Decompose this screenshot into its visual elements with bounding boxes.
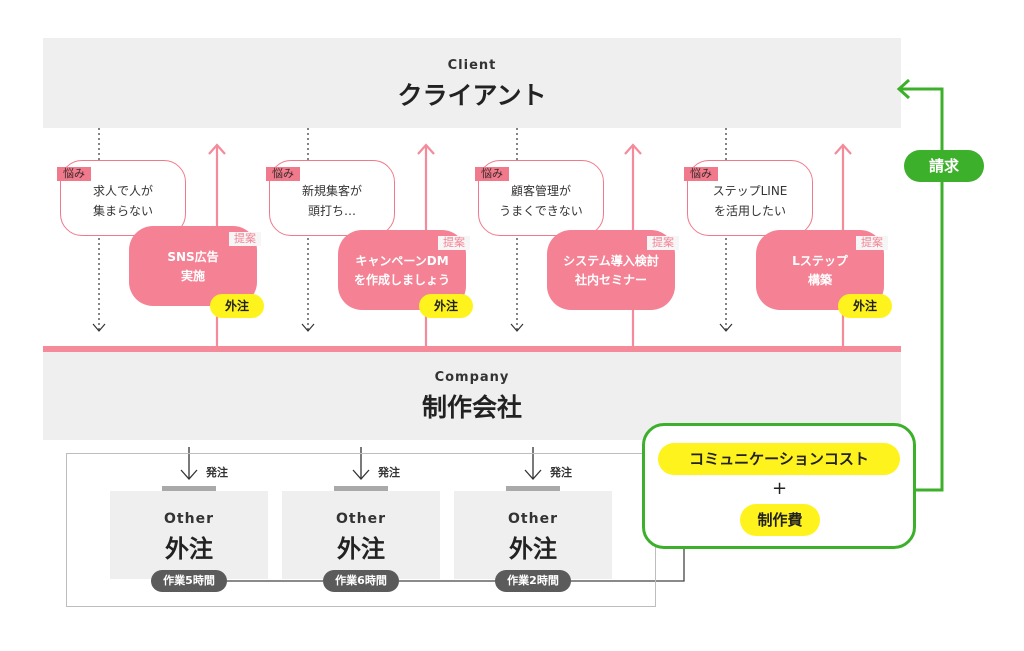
work-hours-badge: 作業2時間 [495,570,571,592]
vendor-label-en: Other [336,511,386,527]
company-label-en: Company [434,370,510,385]
vendor-tab [506,486,560,493]
worry-arrow-head [510,323,524,332]
work-hours-badge: 作業5時間 [151,570,227,592]
order-arrow-head [180,469,198,480]
order-arrow-head [352,469,370,480]
proposal-card: 提案 システム導入検討社内セミナー [547,230,679,310]
cost-box: コミュニケーションコスト + 制作費 [642,423,916,549]
vendor-label-en: Other [508,511,558,527]
vendor-card: Other 外注 [282,491,440,579]
order-label: 発注 [206,466,228,479]
worry-tag: 悩み [266,167,300,181]
outsource-badge: 外注 [838,294,892,318]
vendor-card: Other 外注 [110,491,268,579]
worry-bubble: 悩み 顧客管理がうまくできない [475,160,604,236]
billing-pill: 請求 [904,150,984,182]
proposal-arrow-head [417,143,435,155]
billing-line [900,87,944,492]
proposal-card: 提案 SNS広告実施 [129,226,261,306]
worry-tag: 悩み [684,167,718,181]
proposal-tag: 提案 [647,236,679,250]
work-hours-badge: 作業6時間 [323,570,399,592]
proposal-tag: 提案 [856,236,888,250]
worry-text: 顧客管理がうまくできない [499,184,583,218]
worry-bubble: 悩み 新規集客が頭打ち… [266,160,395,236]
vendor-label-en: Other [164,511,214,527]
worry-text: 求人で人が集まらない [92,184,153,218]
worry-arrow-head [719,323,733,332]
worry-bubble: 悩み 求人で人が集まらない [57,160,186,236]
worry-tag: 悩み [475,167,509,181]
proposal-tag: 提案 [229,232,261,246]
worry-tag: 悩み [57,167,91,181]
worry-text: 新規集客が頭打ち… [301,184,362,218]
order-arrow-head [524,469,542,480]
outsource-badge: 外注 [210,294,264,318]
billing-arrow-head [896,78,911,100]
proposal-text: SNS広告実施 [167,250,219,283]
proposal-arrow-head [834,143,852,155]
plus-sign: + [772,478,788,499]
worry-arrow-head [301,323,315,332]
client-label-en: Client [447,58,497,73]
proposal-arrow-head [624,143,642,155]
vendor-label-ja: 外注 [165,535,213,563]
vendor-card: Other 外注 [454,491,612,579]
worry-arrow-head [92,323,106,332]
communication-cost-pill: コミュニケーションコスト [658,443,900,475]
proposal-tag: 提案 [438,236,470,250]
vendor-tab [334,486,388,493]
order-label: 発注 [378,466,400,479]
client-label-ja: クライアント [397,81,547,110]
order-label: 発注 [550,466,572,479]
proposal-arrow-head [208,143,226,155]
vendor-label-ja: 外注 [337,535,385,563]
proposal-text: Lステップ構築 [792,254,848,287]
outsource-badge: 外注 [419,294,473,318]
client-band: Client クライアント [43,38,901,128]
proposal-text: システム導入検討社内セミナー [563,254,659,287]
vendor-tab [162,486,216,493]
vendor-label-ja: 外注 [509,535,557,563]
production-cost-pill: 制作費 [740,504,820,536]
company-boundary-bar [43,346,901,353]
company-label-ja: 制作会社 [421,393,522,422]
